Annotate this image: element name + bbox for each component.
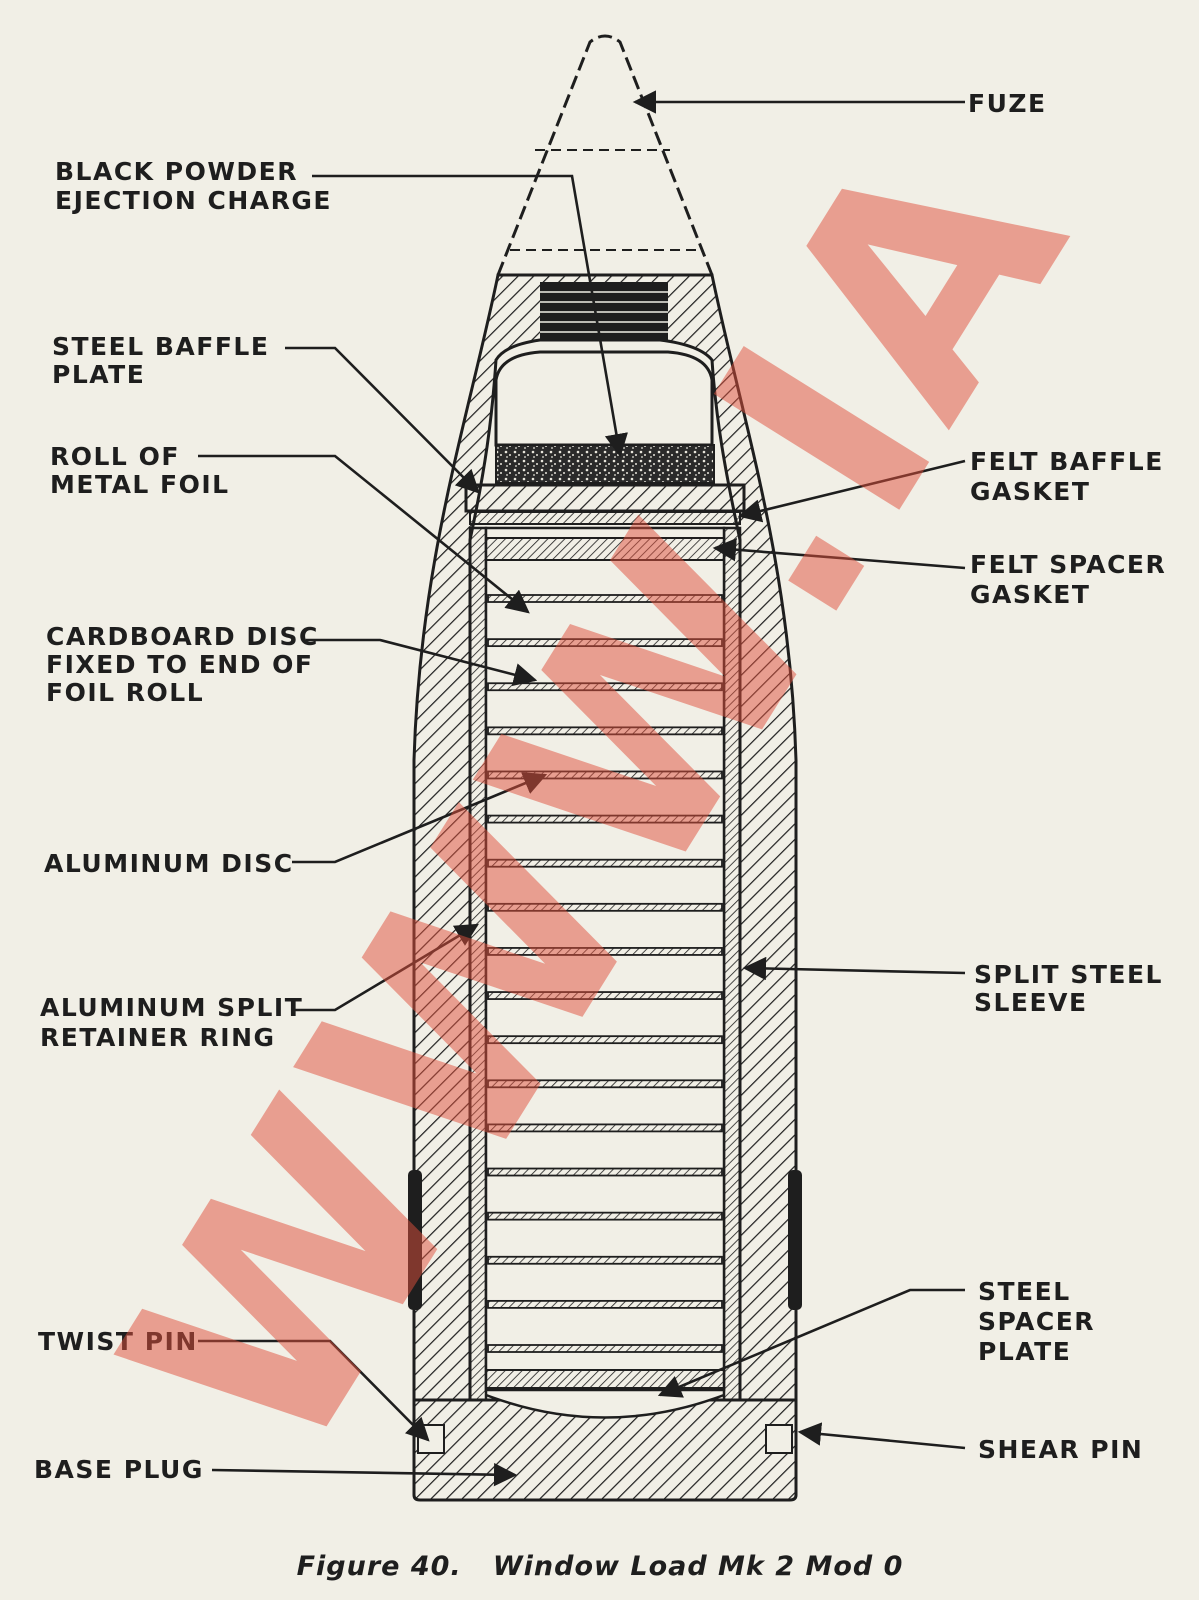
foil-disc xyxy=(487,770,723,780)
twist-pin-part xyxy=(417,1424,445,1454)
leader-black-powder xyxy=(312,174,628,458)
foil-discs xyxy=(487,594,723,1353)
figure-caption: Figure 40. Window Load Mk 2 Mod 0 xyxy=(297,1551,904,1582)
foil-disc xyxy=(487,1299,723,1309)
leader-roll-foil xyxy=(198,454,530,614)
ejection-cavity xyxy=(494,350,714,447)
leader-aluminum-ring xyxy=(292,923,480,1012)
leader-split-sleeve xyxy=(742,956,966,981)
foil-disc xyxy=(487,726,723,736)
shear-pin-part xyxy=(765,1424,793,1454)
fuze-thread-lines xyxy=(540,291,668,333)
label-felt-spacer: FELT SPACER GASKET xyxy=(970,550,1176,609)
leader-aluminum-disc xyxy=(292,772,548,864)
foil-disc xyxy=(487,1123,723,1133)
foil-disc xyxy=(487,1211,723,1221)
foil-disc xyxy=(487,1035,723,1045)
leader-lines xyxy=(198,90,966,1487)
foil-disc xyxy=(487,594,723,603)
label-black-powder: BLACK POWDER EJECTION CHARGE xyxy=(55,157,332,215)
label-felt-baffle: FELT BAFFLE GASKET xyxy=(970,447,1174,506)
leader-felt-spacer xyxy=(712,538,966,570)
foil-disc xyxy=(487,682,723,692)
foil-disc xyxy=(487,1344,723,1353)
leader-base-plug xyxy=(211,1462,518,1487)
rotating-band-right xyxy=(788,1170,802,1310)
foil-disc xyxy=(487,638,723,648)
label-shear-pin: SHEAR PIN xyxy=(978,1435,1143,1464)
foil-disc xyxy=(487,1167,723,1177)
label-aluminum-disc: ALUMINUM DISC xyxy=(44,849,294,878)
fuze-part xyxy=(496,34,714,276)
foil-disc xyxy=(487,814,723,824)
leader-cardboard-disc xyxy=(306,638,538,687)
label-roll-foil: ROLL OF METAL FOIL xyxy=(50,442,230,499)
callout-labels: FUZE BLACK POWDER EJECTION CHARGE STEEL … xyxy=(34,89,1176,1484)
leader-shear-pin xyxy=(797,1422,966,1450)
label-fuze: FUZE xyxy=(968,89,1047,118)
foil-disc xyxy=(487,947,723,956)
label-base-plug: BASE PLUG xyxy=(34,1455,204,1484)
label-split-sleeve: SPLIT STEEL SLEEVE xyxy=(974,960,1173,1017)
leader-felt-baffle xyxy=(737,459,966,523)
leader-steel-baffle xyxy=(285,346,480,494)
steel-spacer-plate xyxy=(485,1369,725,1389)
rotating-band-left xyxy=(408,1170,422,1310)
leader-steel-spacer xyxy=(657,1288,965,1398)
leader-twist-pin xyxy=(198,1339,430,1442)
foil-disc xyxy=(487,1079,723,1089)
label-aluminum-ring: ALUMINUM SPLIT RETAINER RING xyxy=(40,993,314,1052)
foil-disc xyxy=(487,1255,723,1265)
label-steel-baffle: STEEL BAFFLE PLATE xyxy=(52,332,280,389)
label-cardboard-disc: CARDBOARD DISC FIXED TO END OF FOIL ROLL xyxy=(46,622,329,707)
label-twist-pin: TWIST PIN xyxy=(38,1327,198,1356)
foil-disc xyxy=(487,858,723,868)
foil-disc xyxy=(487,902,723,912)
label-steel-spacer: STEEL SPACER PLATE xyxy=(978,1277,1105,1366)
base-plug-recess xyxy=(485,1393,725,1419)
foil-disc xyxy=(487,991,723,1000)
